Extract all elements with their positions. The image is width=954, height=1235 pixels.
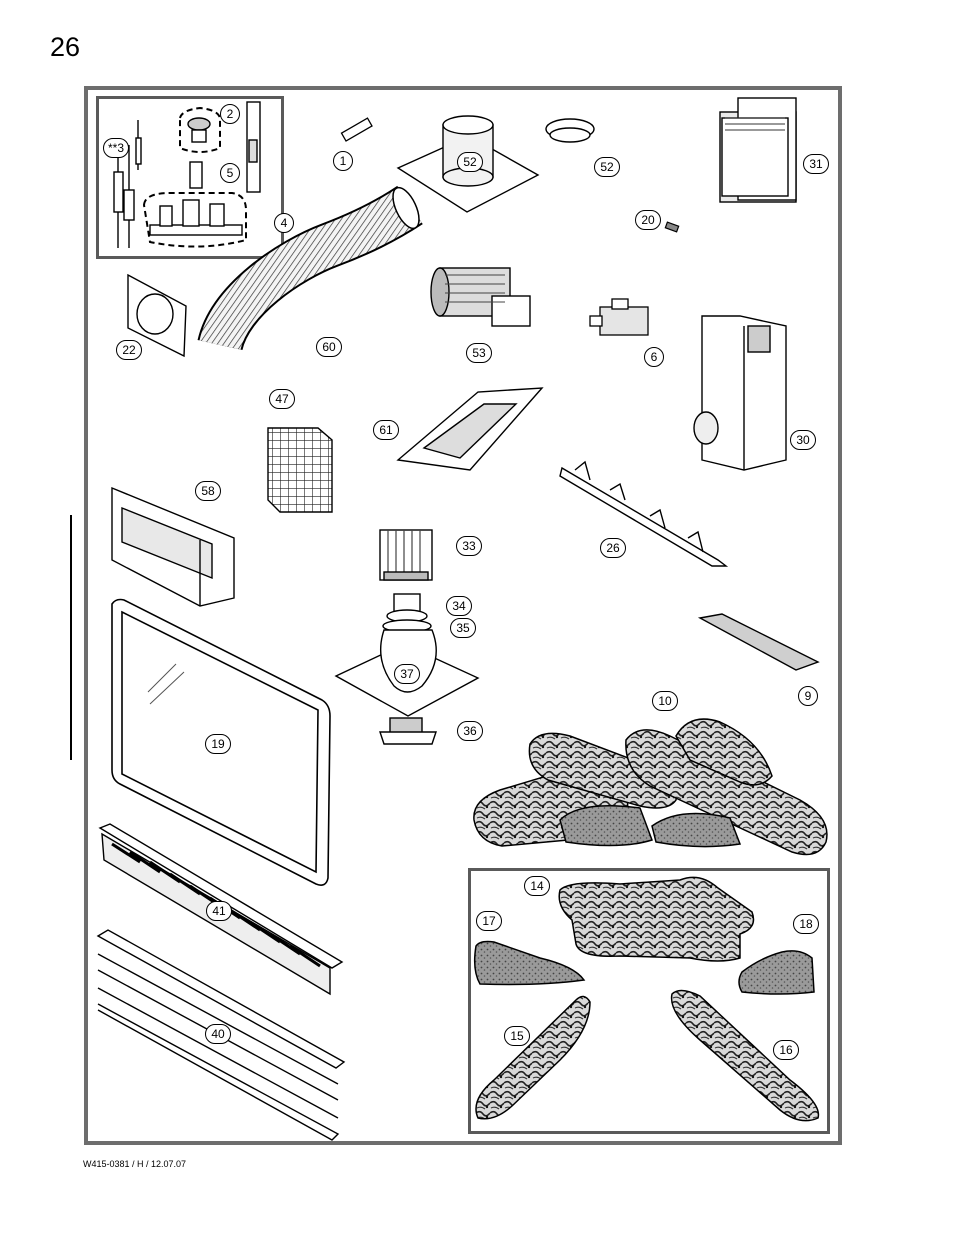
callout-37: 37 [394, 664, 420, 684]
parts-diagram-frame [84, 86, 842, 1145]
fan-art [379, 529, 433, 581]
callout-53: 53 [466, 343, 492, 363]
callout-22: 22 [116, 340, 142, 360]
ember-strip-art [697, 613, 820, 671]
flashing-plate-art [396, 387, 544, 471]
burner-inset-art [113, 101, 261, 248]
callout-58: 58 [195, 481, 221, 501]
trim-rails-art [96, 929, 346, 1141]
callout-15: 15 [504, 1026, 530, 1046]
callout-61: 61 [373, 420, 399, 440]
spark-igniter-art [340, 117, 373, 142]
blower-art [430, 267, 531, 327]
callout-2: 2 [220, 104, 240, 124]
mesh-cage-art [267, 427, 333, 513]
callout-52-ring: 52 [594, 157, 620, 177]
wall-plate-art [127, 273, 187, 358]
callout-47: 47 [269, 389, 295, 409]
side-revision-bar [70, 515, 72, 760]
termination-hood-art [719, 97, 797, 203]
inset-log-pieces-art [473, 876, 820, 1122]
callout-1: 1 [333, 151, 353, 171]
callout-31: 31 [803, 154, 829, 174]
callout-16: 16 [773, 1040, 799, 1060]
callout-3: **3 [103, 138, 129, 158]
callout-40: 40 [205, 1024, 231, 1044]
callout-41: 41 [206, 901, 232, 921]
callout-20: 20 [635, 210, 661, 230]
callout-17: 17 [476, 911, 502, 931]
log-grate-art [559, 460, 729, 567]
callout-33: 33 [456, 536, 482, 556]
callout-10: 10 [652, 691, 678, 711]
burner-parts-inset [96, 96, 284, 259]
callout-19: 19 [205, 734, 231, 754]
flex-hose-art [197, 185, 423, 352]
main-log-set-art [473, 718, 828, 856]
callout-34: 34 [446, 596, 472, 616]
callout-4: 4 [274, 213, 294, 233]
page-number: 26 [50, 32, 81, 62]
callout-35: 35 [450, 618, 476, 638]
callout-9: 9 [798, 686, 818, 706]
callout-14: 14 [524, 876, 550, 896]
callout-52-plate: 52 [457, 152, 483, 172]
heat-release-box-art [693, 315, 787, 471]
callout-18: 18 [793, 914, 819, 934]
small-fitting-art [664, 221, 680, 233]
firebox-art [111, 486, 235, 607]
callout-36: 36 [457, 721, 483, 741]
vent-ring-art [545, 118, 595, 143]
callout-6: 6 [644, 347, 664, 367]
callout-60: 60 [316, 337, 342, 357]
footer-document-code: W415-0381 / H / 12.07.07 [83, 1159, 187, 1169]
callout-30: 30 [790, 430, 816, 450]
callout-26: 26 [600, 538, 626, 558]
callout-5: 5 [220, 163, 240, 183]
gas-valve-art [589, 298, 649, 336]
log-set-inset [468, 868, 830, 1134]
